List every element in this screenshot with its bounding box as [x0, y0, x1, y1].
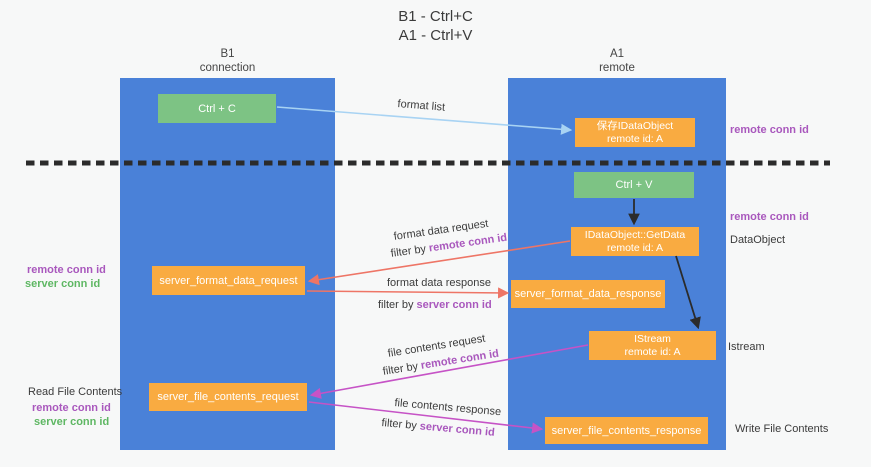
save-dataobject-line1: 保存IDataObject	[596, 120, 674, 132]
lane-header-a1: A1 remote	[508, 47, 726, 75]
save-dataobject-box: 保存IDataObject remote id: A	[575, 118, 695, 147]
getdata-line2: remote id: A	[606, 241, 664, 254]
remote-conn-id-label-top: remote conn id	[730, 124, 809, 136]
server-file-contents-response-box: server_file_contents_response	[545, 417, 708, 444]
server-format-data-response-box: server_format_data_response	[511, 280, 665, 308]
server-format-data-request-label: server_format_data_request	[159, 274, 298, 287]
format-data-response-arrow	[306, 287, 510, 299]
format-data-response-label: format data response	[387, 277, 491, 289]
server-conn-id-label-left1: server conn id	[25, 278, 101, 290]
diagram-title: B1 - Ctrl+C A1 - Ctrl+V	[0, 7, 871, 45]
filter-by-text: filter by	[380, 417, 418, 433]
lane-a1-name: A1	[609, 48, 625, 60]
filter-by-text: filter by	[382, 360, 419, 378]
dataobject-label: DataObject	[730, 234, 786, 246]
title-line-b1: B1 - Ctrl+C	[398, 8, 473, 25]
lane-header-b1: B1 connection	[120, 47, 335, 75]
ctrl-v-label: Ctrl + V	[615, 179, 653, 191]
istream-box: IStream remote id: A	[589, 331, 716, 360]
read-file-contents-label: Read File Contents	[28, 386, 123, 398]
ctrl-c-box: Ctrl + C	[158, 94, 276, 123]
server-conn-id-highlight: server conn id	[419, 420, 496, 439]
getdata-box: IDataObject::GetData remote id: A	[571, 227, 699, 256]
getdata-line1: IDataObject::GetData	[584, 229, 686, 241]
istream-line2: remote id: A	[624, 345, 681, 358]
ctrl-v-box: Ctrl + V	[574, 172, 694, 198]
server-file-contents-request-label: server_file_contents_request	[157, 391, 299, 403]
write-file-contents-label: Write File Contents	[735, 423, 829, 435]
server-format-data-response-label: server_format_data_response	[514, 288, 662, 300]
format-list-label: format list	[397, 98, 446, 114]
istream-side-label: Istream	[728, 341, 765, 353]
title-line-a1: A1 - Ctrl+V	[398, 27, 473, 44]
server-file-contents-request-box: server_file_contents_request	[149, 383, 307, 411]
istream-line1: IStream	[634, 333, 671, 345]
lane-a1-role: remote	[599, 62, 635, 74]
server-file-contents-response-label: server_file_contents_response	[551, 424, 702, 437]
lane-b1-role: connection	[199, 62, 256, 74]
remote-conn-id-label-left2: remote conn id	[32, 402, 111, 414]
server-conn-id-highlight: server conn id	[416, 299, 492, 311]
server-format-data-request-box: server_format_data_request	[152, 266, 305, 295]
file-contents-response-label: file contents response	[393, 397, 502, 419]
remote-conn-id-label-mid: remote conn id	[730, 211, 809, 223]
ctrl-c-label: Ctrl + C	[198, 102, 236, 115]
server-conn-id-label-left2: server conn id	[34, 416, 110, 428]
remote-conn-id-label-left1: remote conn id	[27, 264, 106, 276]
lane-b1-name: B1	[220, 48, 235, 60]
save-dataobject-line2: remote id: A	[606, 132, 664, 145]
filter-by-text: filter by	[390, 243, 427, 260]
filter-by-text: filter by	[378, 299, 414, 311]
